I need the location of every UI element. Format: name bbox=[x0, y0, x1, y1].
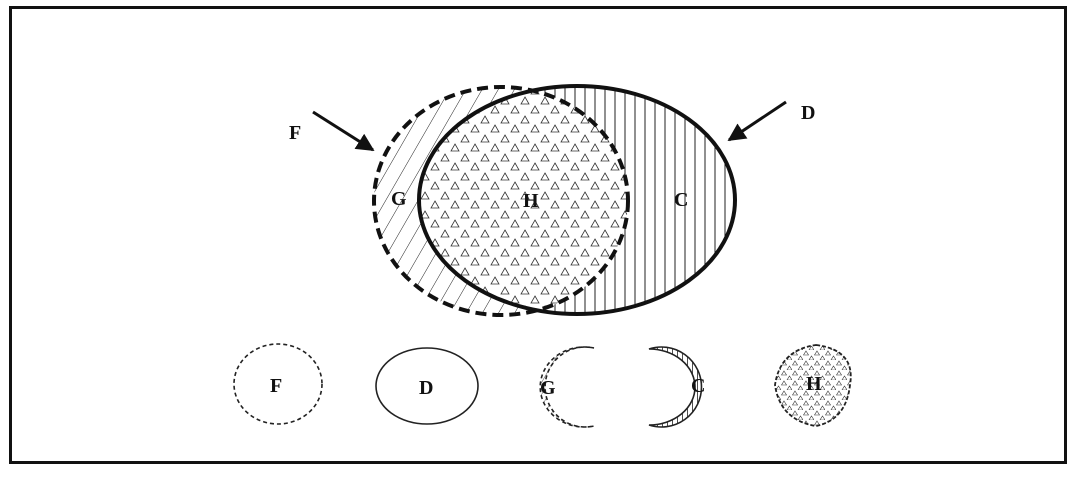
part-d-label: D bbox=[419, 377, 433, 399]
label-c: C bbox=[674, 189, 688, 211]
part-d: D bbox=[375, 347, 479, 425]
part-c-label: C bbox=[691, 375, 705, 397]
part-c: C bbox=[648, 346, 705, 428]
part-f-label: F bbox=[270, 375, 282, 397]
part-h: H bbox=[774, 344, 852, 427]
label-h: H bbox=[523, 190, 539, 212]
part-f: F bbox=[233, 343, 323, 425]
circle-d-outline bbox=[417, 84, 737, 316]
part-g: G bbox=[539, 346, 595, 428]
part-h-label: H bbox=[806, 373, 822, 395]
callout-d-label: D bbox=[801, 102, 815, 124]
circle-f-outline bbox=[372, 85, 630, 317]
callout-d-arrow bbox=[727, 100, 787, 142]
part-g-label: G bbox=[540, 377, 556, 399]
region-h bbox=[419, 87, 628, 314]
callout-f-arrow bbox=[312, 110, 375, 152]
callout-f-label: F bbox=[289, 122, 301, 144]
label-g: G bbox=[391, 188, 407, 210]
